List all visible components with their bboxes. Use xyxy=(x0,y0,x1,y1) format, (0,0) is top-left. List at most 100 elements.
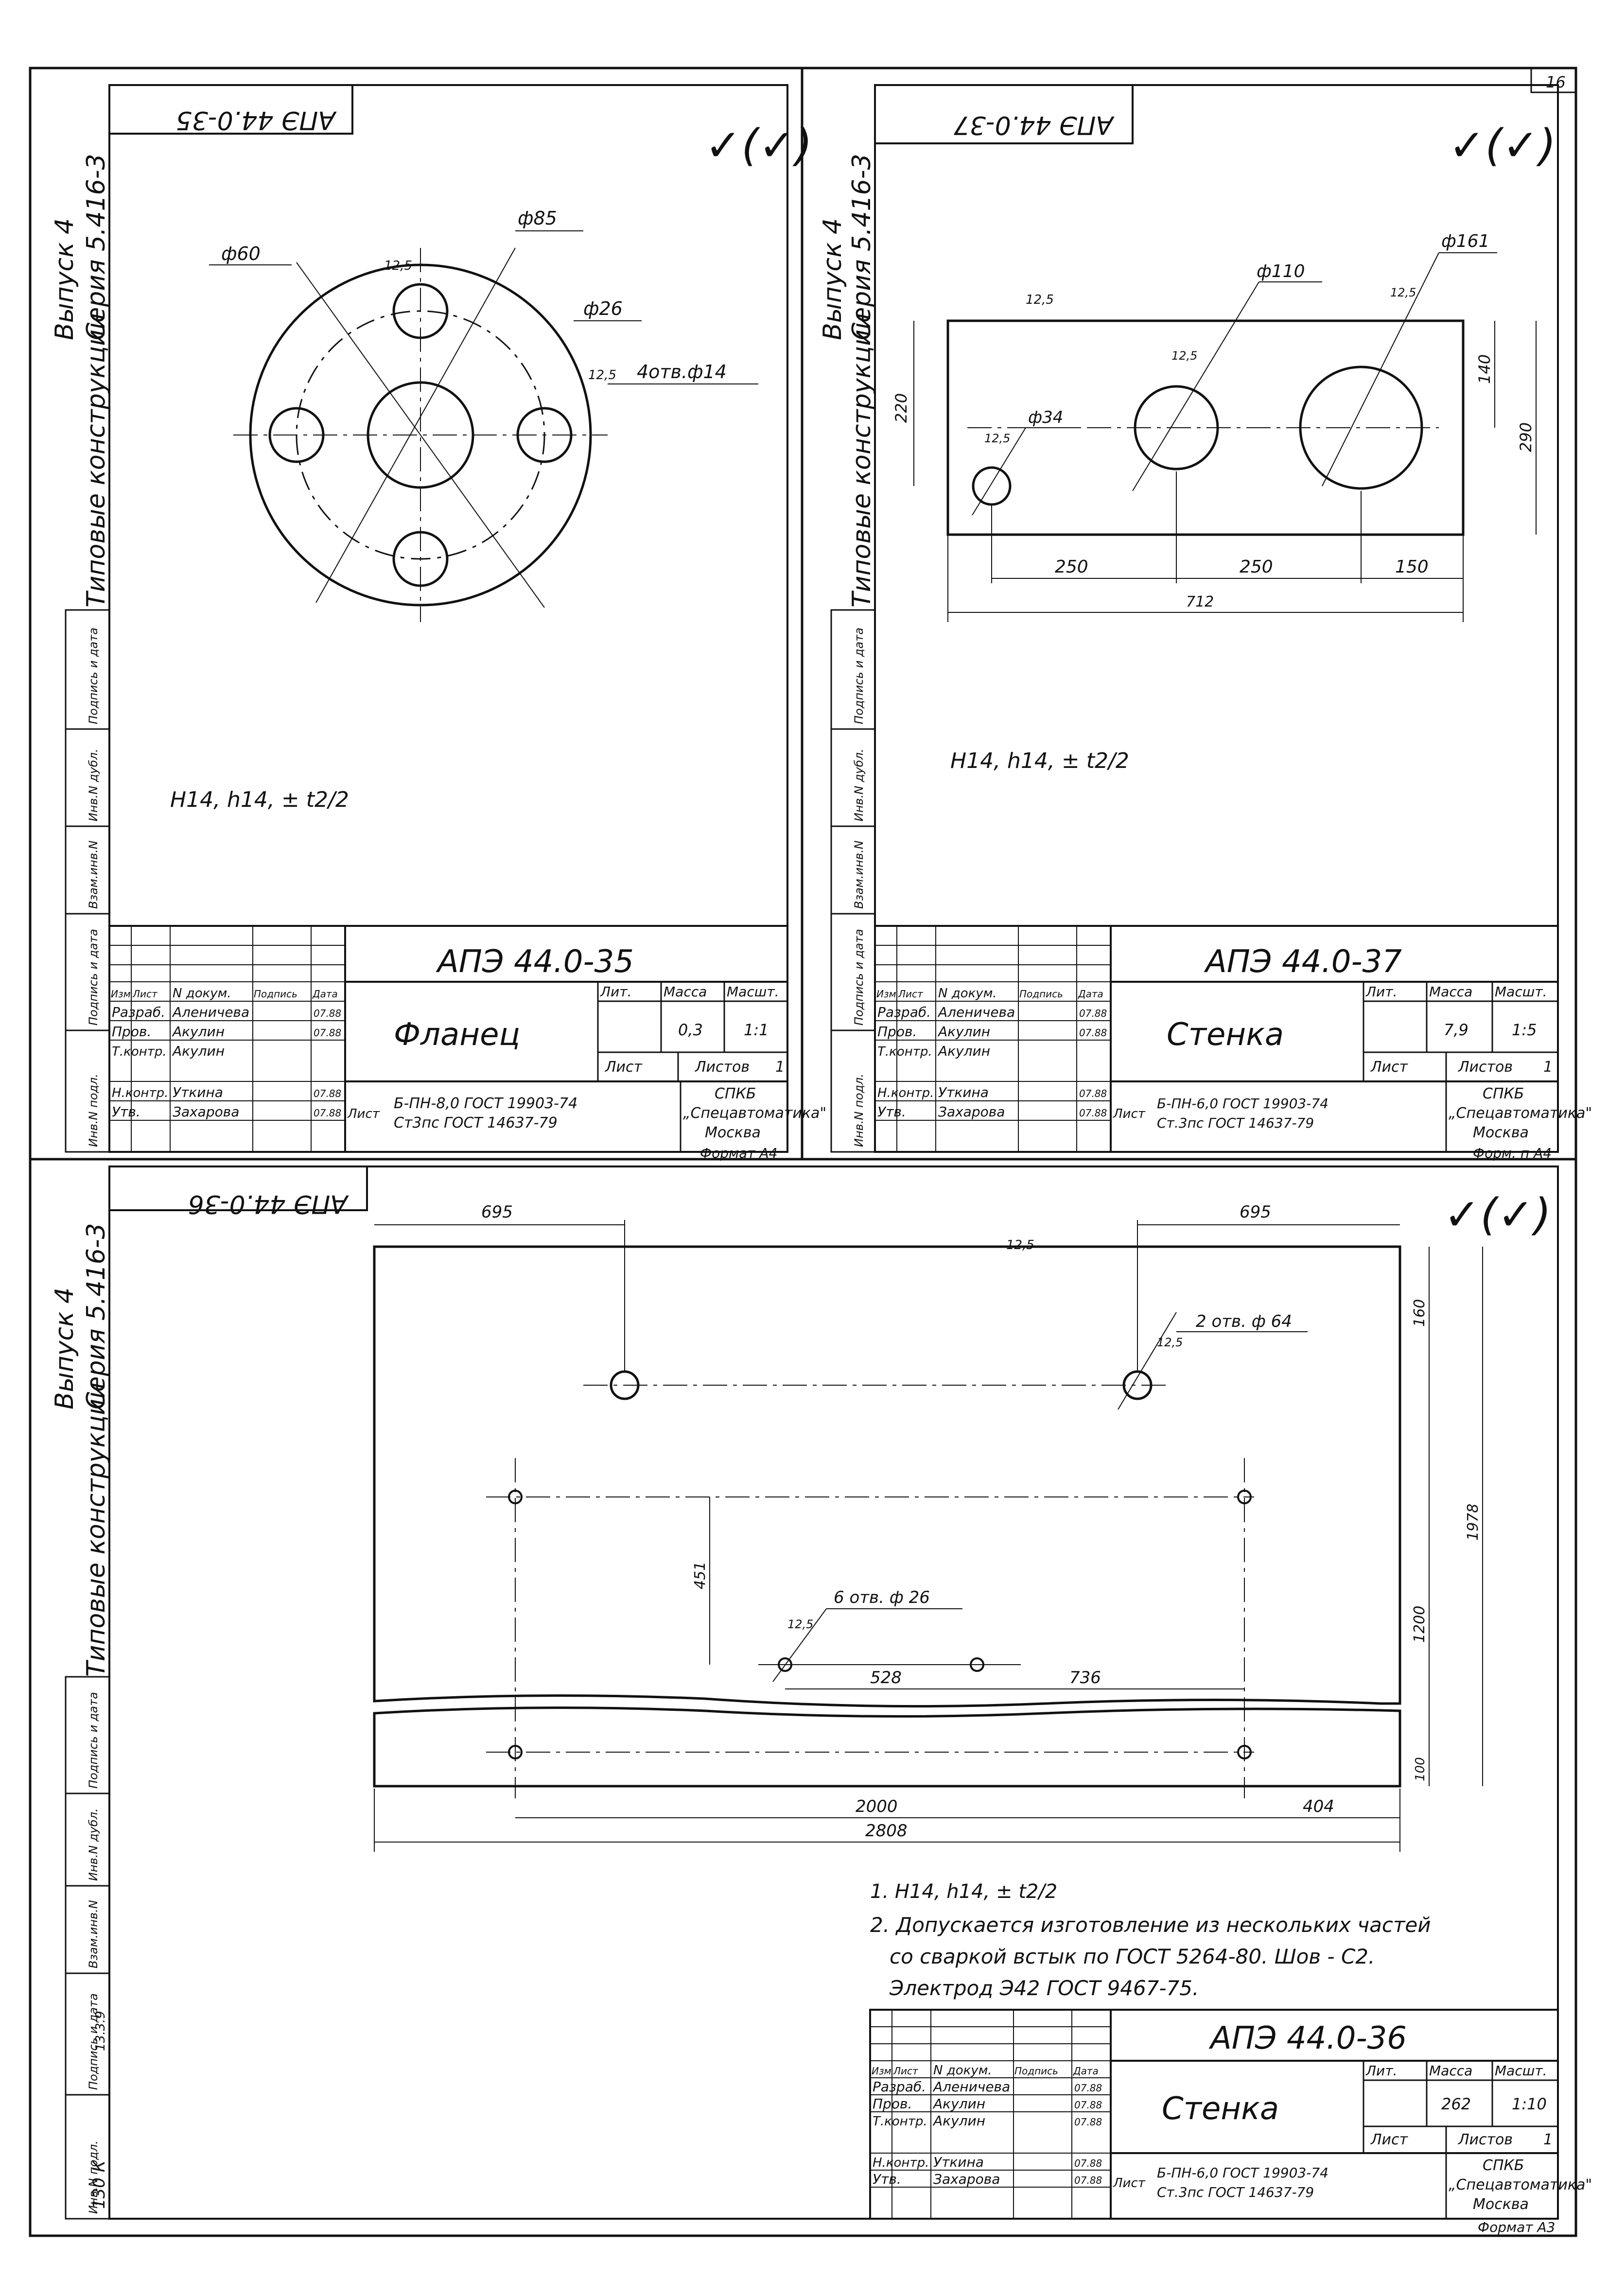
tolerance-note: H14, h14, ± t2/2 xyxy=(950,748,1129,773)
tb-mass: 0,3 xyxy=(678,1021,703,1039)
tb-name-4: Уткина xyxy=(938,1084,989,1100)
tb-material-1: Б-ПН-6,0 ГОСТ 19903-74 xyxy=(1157,1096,1328,1112)
dim-1200: 1200 xyxy=(1411,1606,1428,1643)
roughness-top: 12,5 xyxy=(1006,1238,1034,1252)
tb-list-label: Лист xyxy=(605,1059,643,1076)
tb-org-3: Москва xyxy=(1473,2196,1529,2213)
tb-head-list: Лист xyxy=(893,2065,919,2077)
tb-date-2: 07.88 xyxy=(314,1027,341,1039)
tb-head-list: Лист xyxy=(898,988,924,1000)
flange-view: ф60 ф85 ф26 4отв.ф14 12,5 12,5 xyxy=(209,208,758,622)
page-frame: 16 xyxy=(29,67,1577,2237)
dim-290: 290 xyxy=(1517,422,1535,452)
tb-head-doc: N докум. xyxy=(938,986,997,1001)
tb-role-5: Утв. xyxy=(873,2171,901,2187)
roughness-hole: 12,5 xyxy=(384,259,412,273)
series-title: Типовые конструкции xyxy=(847,313,876,608)
side-label-3: Взам.инв.N xyxy=(87,840,100,909)
dim-695-right: 695 xyxy=(1240,1202,1271,1222)
tb-head-date: Дата xyxy=(312,988,338,1000)
dim-d110: ф110 xyxy=(1257,261,1305,281)
side-inventory: 130 К xyxy=(89,2159,109,2209)
note-4: Электрод Э42 ГОСТ 9467-75. xyxy=(889,1976,1199,2000)
dim-d161: ф161 xyxy=(1441,231,1490,251)
tb-head-izm: Изм xyxy=(111,988,131,1000)
tb-role-5: Утв. xyxy=(877,1104,906,1120)
side-label-2: Инв.N дубл. xyxy=(87,1808,100,1881)
tb-role-2: Пров. xyxy=(877,1024,917,1040)
roughness-mark: ✓(✓) xyxy=(1449,120,1556,171)
tb-list-label: Лист xyxy=(1370,2131,1409,2148)
dim-528: 528 xyxy=(870,1668,902,1687)
tb-lists-label: Листов xyxy=(1458,1059,1513,1076)
tb-head-list: Лист xyxy=(132,988,158,1000)
side-label-2: Инв.N дубл. xyxy=(87,748,100,821)
side-label-5: Инв.N подл. xyxy=(852,1074,866,1147)
tb-head-sign: Подпись xyxy=(254,988,297,1000)
tb-role-3: Т.контр. xyxy=(112,1044,167,1059)
sheet-wall-36: Подпись и дата Инв.N дубл. Взам.инв.N По… xyxy=(50,1165,1592,2235)
dim-250-b: 250 xyxy=(1240,557,1273,577)
note-1: 1. H14, h14, ± t2/2 xyxy=(870,1880,1057,1903)
tb-mass-label: Масса xyxy=(1429,984,1472,1000)
note-3: со сваркой встык по ГОСТ 5264-80. Шов - … xyxy=(890,1945,1375,1968)
tb-lists: 1 xyxy=(775,1059,785,1076)
side-label-5: Инв.N подл. xyxy=(87,1074,100,1147)
tb-scale-label: Масшт. xyxy=(1495,2063,1547,2079)
tb-mass: 7,9 xyxy=(1444,1021,1468,1039)
dim-100: 100 xyxy=(1413,1757,1428,1781)
tb-role-3: Т.контр. xyxy=(873,2114,927,2129)
tb-lit-label: Лит. xyxy=(1365,984,1397,1000)
title-block-wall36: Изм Лист N докум. Подпись Дата Разраб. П… xyxy=(869,2009,1592,2235)
tb-name-3: Акулин xyxy=(932,2113,985,2129)
tb-date-5: 07.88 xyxy=(1074,2174,1102,2186)
tb-head-sign: Подпись xyxy=(1014,2065,1058,2077)
tb-material-2: Ст3пс ГОСТ 14637-79 xyxy=(394,1114,558,1131)
tb-date-4: 07.88 xyxy=(1079,1088,1107,1099)
dim-712: 712 xyxy=(1186,593,1214,610)
title-block-flange: Изм Лист N докум. Подпись Дата Разраб. П… xyxy=(108,925,826,1161)
roughness-hole-1: 12,5 xyxy=(1157,1336,1183,1349)
tb-role-5: Утв. xyxy=(112,1104,140,1120)
tb-code: АПЭ 44.0-37 xyxy=(1204,944,1402,980)
tb-date-4: 07.88 xyxy=(1074,2157,1102,2169)
side-label-4: Подпись и дата xyxy=(87,1993,100,2090)
roughness-hole-1: 12,5 xyxy=(984,432,1010,445)
side-label-3: Взам.инв.N xyxy=(87,1900,100,1968)
tb-material-2: Ст.3пс ГОСТ 14637-79 xyxy=(1157,2184,1314,2200)
roughness-mark: ✓(✓) xyxy=(705,120,812,171)
dim-404: 404 xyxy=(1303,1797,1334,1816)
roughness-hole-2: 12,5 xyxy=(1171,349,1197,363)
notes: 1. H14, h14, ± t2/2 2. Допускается изгот… xyxy=(870,1880,1431,2000)
tb-name-1: Аленичева xyxy=(937,1004,1015,1020)
tb-name-4: Уткина xyxy=(933,2154,984,2170)
dim-250-a: 250 xyxy=(1055,557,1088,577)
tb-name-1: Аленичева xyxy=(932,2079,1010,2095)
dim-2808: 2808 xyxy=(865,1821,908,1841)
tb-code: АПЭ 44.0-35 xyxy=(436,944,634,980)
series-number: Серия 5.416-3 xyxy=(82,1223,111,1409)
tb-org-3: Москва xyxy=(705,1124,761,1141)
tb-lists: 1 xyxy=(1543,2131,1553,2148)
tb-name-5: Захарова xyxy=(933,2171,1000,2187)
roughness-hole-3: 12,5 xyxy=(1390,286,1416,299)
side-label-1: Подпись и дата xyxy=(87,627,100,724)
wall37-view: ф110 ф161 ф34 220 290 140 250 250 150 71… xyxy=(892,231,1537,622)
tb-head-date: Дата xyxy=(1073,2065,1099,2077)
series-title: Типовые конструкции xyxy=(82,313,111,608)
tb-part-name: Фланец xyxy=(394,1017,520,1053)
tb-role-4: Н.контр. xyxy=(873,2156,929,2170)
tb-list-word: Лист xyxy=(347,1107,380,1121)
tb-name-5: Захарова xyxy=(173,1104,239,1120)
side-label-2: Инв.N дубл. xyxy=(852,748,866,821)
tb-date-2: 07.88 xyxy=(1074,2099,1102,2111)
side-label-1: Подпись и дата xyxy=(852,627,866,724)
tb-date-4: 07.88 xyxy=(314,1088,341,1099)
dim-160: 160 xyxy=(1411,1299,1428,1327)
tolerance-note: H14, h14, ± t2/2 xyxy=(170,787,349,812)
tb-name-4: Уткина xyxy=(173,1084,223,1100)
tb-format: Форм. п А4 xyxy=(1473,1145,1552,1161)
series-title: Типовые конструкции xyxy=(82,1382,111,1677)
dim-150: 150 xyxy=(1395,557,1429,577)
